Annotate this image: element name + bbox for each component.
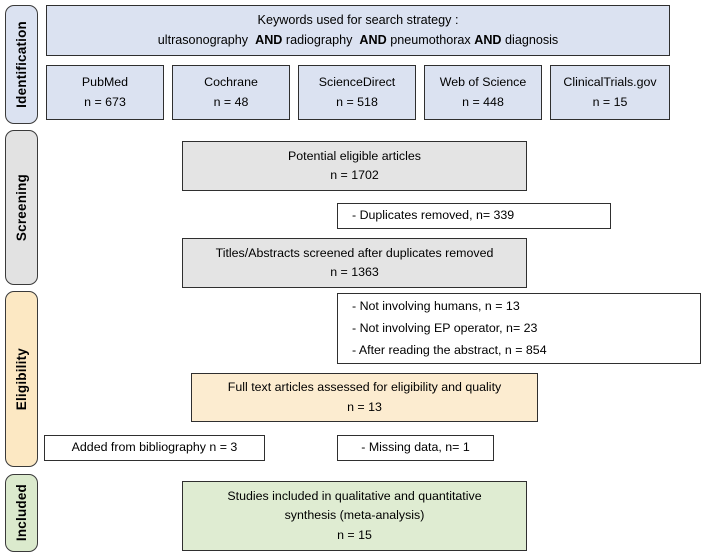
- database-count: n = 673: [84, 94, 126, 109]
- exclusion-reason-3: - After reading the abstract, n = 854: [352, 343, 547, 358]
- stage-identification: Identification: [5, 5, 38, 124]
- potential-eligible-articles-box: Potential eligible articles n = 1702: [182, 141, 527, 191]
- box-count: n = 13: [347, 399, 382, 414]
- titles-abstracts-screened-box: Titles/Abstracts screened after duplicat…: [182, 238, 527, 288]
- keywords-term-1: ultrasonography: [157, 32, 249, 47]
- duplicates-removed-box: - Duplicates removed, n= 339: [337, 203, 611, 229]
- database-count: n = 15: [592, 94, 628, 109]
- keywords-query: ultrasonography AND radiography AND pneu…: [158, 31, 558, 51]
- box-text: - Duplicates removed, n= 339: [352, 208, 515, 223]
- database-name: ClinicalTrials.gov: [563, 75, 657, 90]
- exclusion-reason-1: - Not involving humans, n = 13: [352, 298, 520, 313]
- stage-eligibility-label: Eligibility: [14, 347, 29, 411]
- box-count: n = 1702: [330, 168, 379, 182]
- box-count: n = 1363: [330, 265, 379, 279]
- studies-included-box: Studies included in qualitative and quan…: [182, 481, 527, 551]
- box-text: Full text articles assessed for eligibil…: [227, 380, 502, 395]
- database-count: n = 48: [213, 94, 249, 109]
- box-text: Titles/Abstracts screened after duplicat…: [215, 245, 494, 260]
- stage-eligibility: Eligibility: [5, 291, 38, 467]
- box-count: n = 15: [337, 527, 372, 542]
- exclusion-reasons-box: - Not involving humans, n = 13 - Not inv…: [337, 293, 701, 364]
- keywords-title: Keywords used for search strategy :: [257, 12, 459, 27]
- database-box-sciencedirect: ScienceDirect n = 518: [298, 65, 416, 120]
- database-box-web-of-science: Web of Science n = 448: [424, 65, 542, 120]
- added-from-bibliography-box: Added from bibliography n = 3: [44, 435, 265, 461]
- stage-included: Included: [5, 474, 38, 552]
- database-box-clinicaltrials: ClinicalTrials.gov n = 15: [550, 65, 670, 120]
- box-text: Added from bibliography n = 3: [71, 440, 238, 455]
- keywords-operator-1: AND: [255, 32, 283, 47]
- database-count: n = 448: [462, 94, 504, 109]
- database-box-pubmed: PubMed n = 673: [46, 65, 164, 120]
- stage-included-label: Included: [14, 484, 29, 542]
- keywords-box: Keywords used for search strategy : ultr…: [46, 5, 670, 56]
- box-text: - Missing data, n= 1: [361, 440, 470, 455]
- database-box-cochrane: Cochrane n = 48: [172, 65, 290, 120]
- keywords-operator-2: AND: [359, 32, 387, 47]
- box-text-line-2: synthesis (meta-analysis): [284, 508, 425, 523]
- database-name: Cochrane: [204, 75, 258, 90]
- database-count: n = 518: [336, 94, 378, 109]
- keywords-term-2: radiography: [285, 32, 353, 47]
- database-name: ScienceDirect: [318, 75, 396, 90]
- keywords-operator-3: AND: [474, 32, 502, 47]
- stage-identification-label: Identification: [14, 21, 29, 108]
- database-name: Web of Science: [439, 75, 527, 90]
- stage-screening-label: Screening: [14, 173, 29, 242]
- keywords-term-3: pneumothorax: [390, 32, 471, 47]
- full-text-assessed-box: Full text articles assessed for eligibil…: [191, 373, 538, 422]
- box-text-line-1: Studies included in qualitative and quan…: [227, 489, 482, 504]
- database-name: PubMed: [81, 75, 129, 90]
- missing-data-box: - Missing data, n= 1: [337, 435, 494, 461]
- box-text: Potential eligible articles: [288, 148, 421, 163]
- stage-screening: Screening: [5, 130, 38, 285]
- exclusion-reason-2: - Not involving EP operator, n= 23: [352, 320, 538, 335]
- keywords-term-4: diagnosis: [505, 32, 559, 47]
